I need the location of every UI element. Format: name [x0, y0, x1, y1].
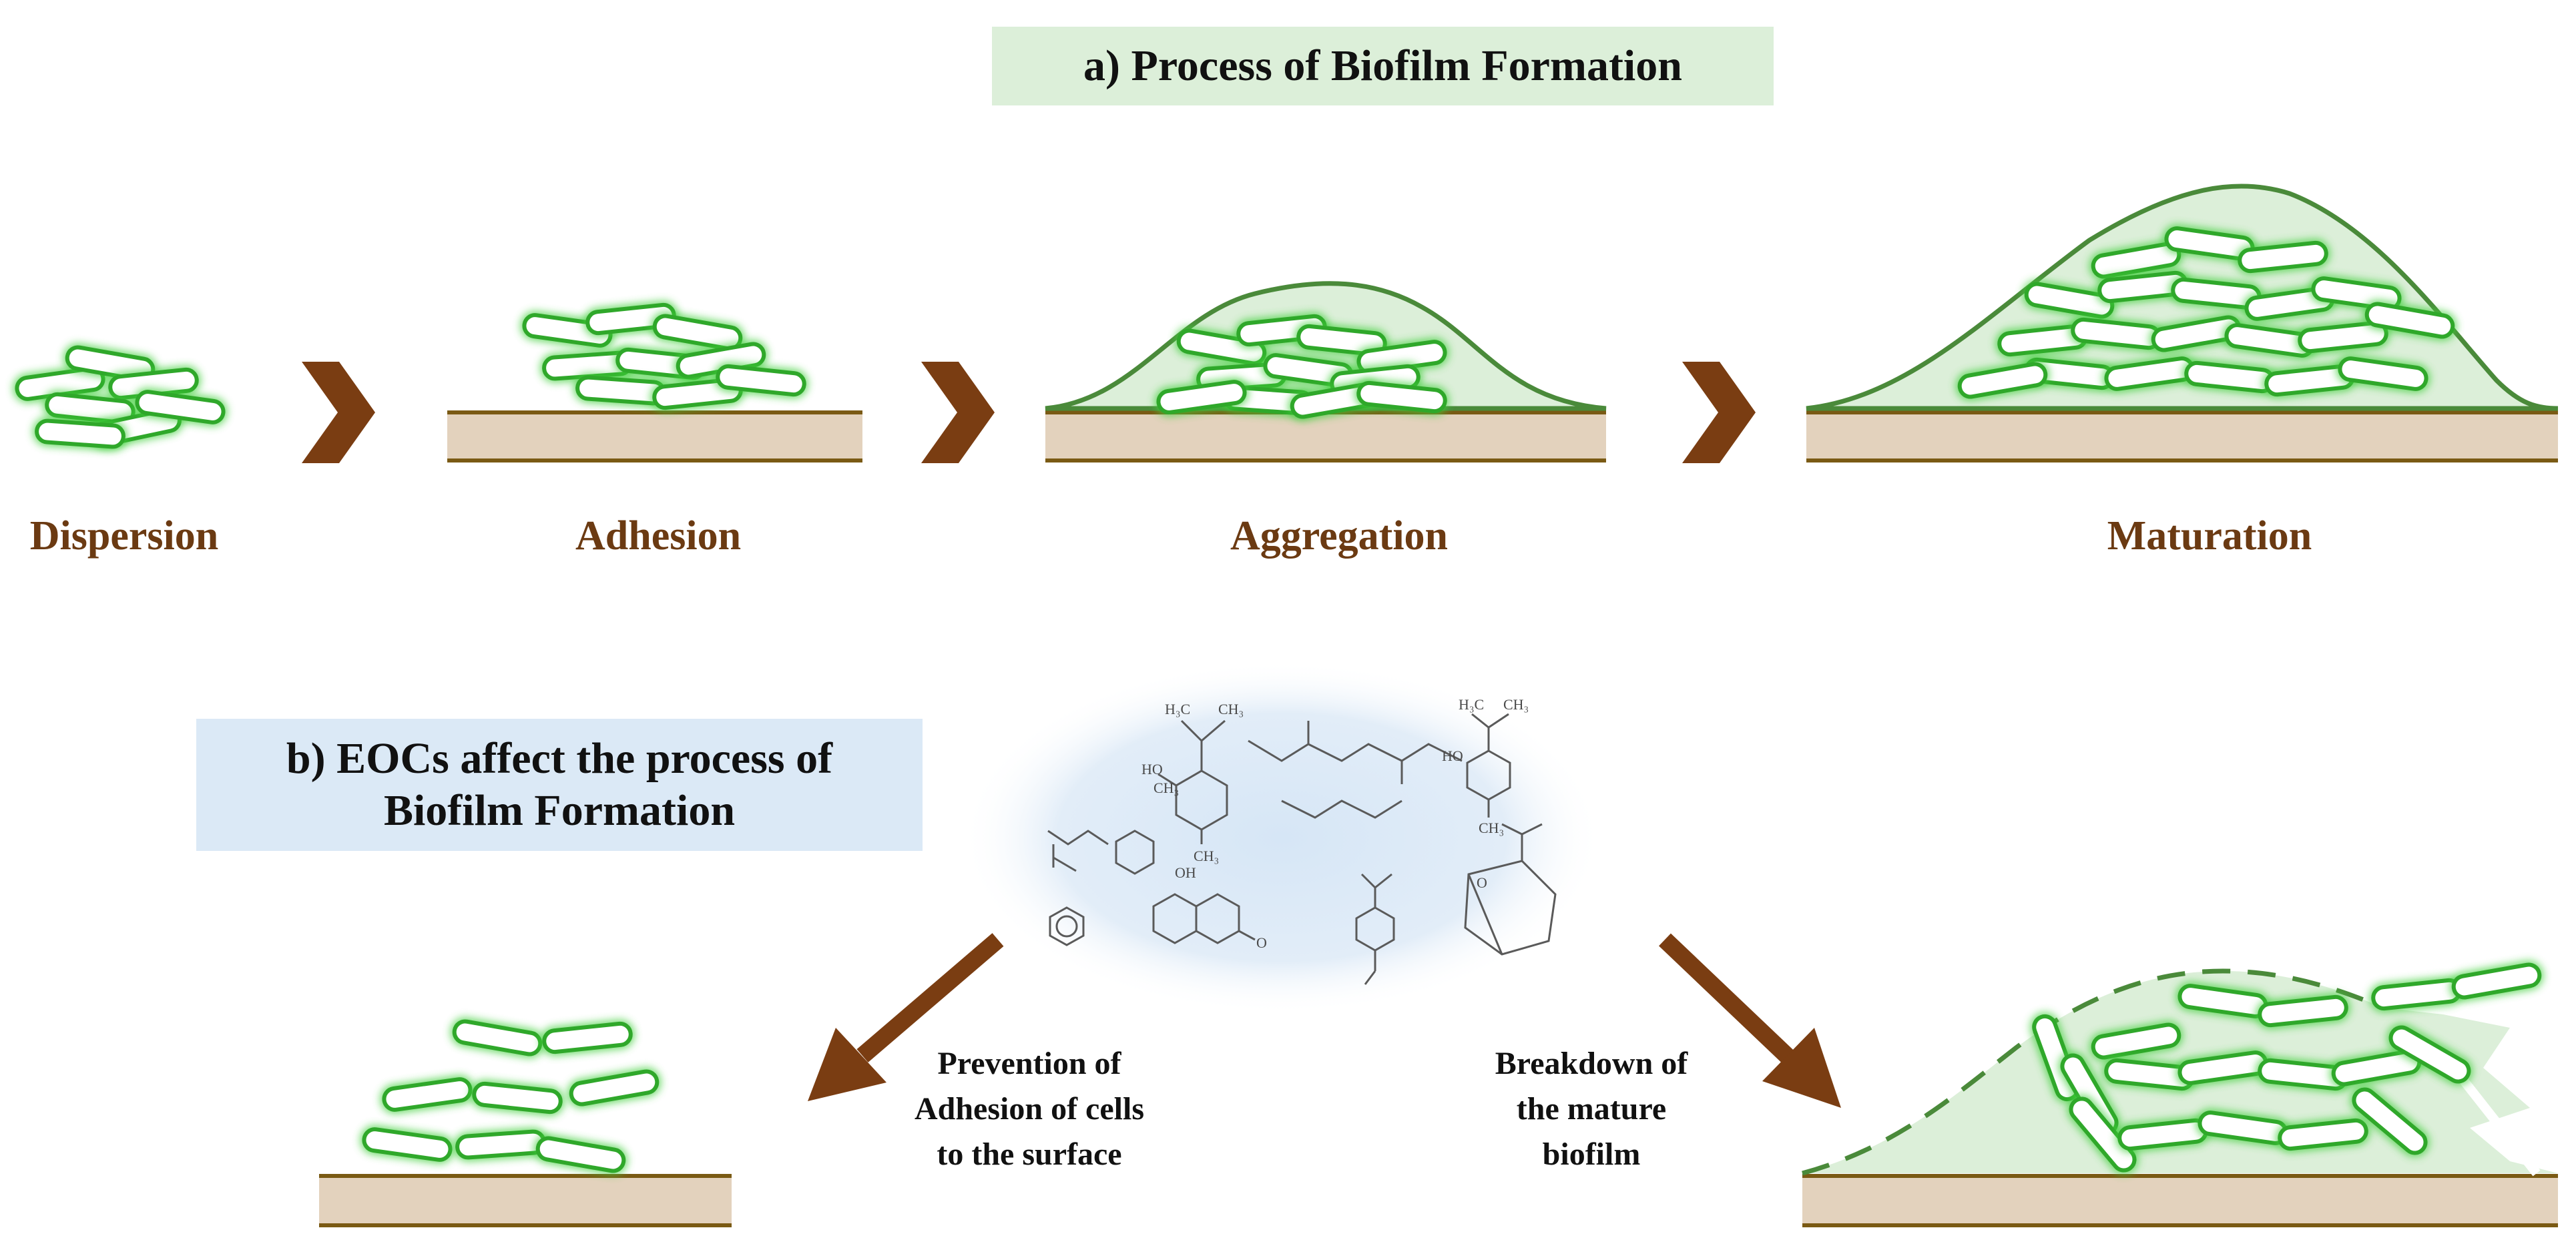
arrow-breakdown	[1659, 933, 1841, 1108]
bacterium-cell	[1176, 328, 1267, 366]
bacterium-cell	[1957, 362, 2048, 399]
arrow-prevention	[808, 933, 1004, 1101]
action-prevention-line2: Adhesion of cells	[914, 1091, 1145, 1127]
cells-aggregation	[1154, 312, 1449, 421]
label-ch3-5: CH₃	[1479, 820, 1504, 836]
bacterium-cell	[362, 1127, 453, 1162]
stage-label-aggregation: Aggregation	[1230, 513, 1449, 559]
label-h3c-2: H₃C	[1459, 696, 1484, 713]
bacterium-cell	[2352, 1087, 2428, 1155]
bacterium-cell	[455, 1129, 546, 1160]
cells-maturation	[1955, 224, 2457, 401]
label-h3c-1: H₃C	[1165, 701, 1190, 717]
eoc-molecule-bubble	[961, 661, 1602, 1014]
cells-prevention	[360, 1017, 662, 1175]
bacterium-cell	[1156, 380, 1247, 414]
cells-breakdown	[2030, 960, 2544, 1175]
bacterium-cell	[535, 1136, 626, 1173]
chevron-arrow-2	[921, 362, 995, 463]
panel-a-title: a) Process of Biofilm Formation	[992, 27, 1774, 105]
bacterium-cell	[452, 1019, 543, 1056]
bacterium-cell	[2298, 320, 2388, 354]
action-breakdown-line3: biofilm	[1542, 1137, 1641, 1172]
action-label-prevention: Prevention of Adhesion of cells to the s…	[915, 1041, 1144, 1177]
cells-dispersion	[13, 343, 228, 451]
molecule-chain	[1248, 739, 1463, 762]
action-prevention-line3: to the surface	[937, 1137, 1122, 1172]
bacterium-cell	[2069, 1097, 2137, 1173]
panel-b-title-line2: Biofilm Formation	[383, 786, 736, 835]
bacterium-cell	[1356, 380, 1447, 414]
bacterium-cell	[652, 314, 743, 351]
label-o-2: O	[1477, 874, 1487, 891]
panel-b-title-line1: b) EOCs affect the process of	[286, 734, 833, 783]
bacterium-cell	[2338, 356, 2428, 391]
label-ho-1: HO	[1141, 761, 1163, 777]
bacterium-cell	[35, 418, 125, 449]
bacterium-cell	[542, 1021, 633, 1054]
bacterium-cell	[569, 1069, 660, 1107]
action-label-breakdown: Breakdown of the mature biofilm	[1495, 1041, 1688, 1177]
molecule-ring-coumarin-b	[1195, 893, 1240, 944]
bacterium-cell	[2024, 282, 2115, 319]
action-breakdown-line1: Breakdown of	[1495, 1046, 1688, 1081]
bacterium-cell	[2388, 1025, 2471, 1084]
stage-label-dispersion: Dispersion	[29, 513, 219, 559]
stage-label-maturation: Maturation	[2107, 513, 2312, 559]
chemical-atom-labels: H₃C CH₃ HO CH₃ CH₃ H₃C CH₃ HO CH₃ O O OH	[1141, 696, 1529, 951]
label-ch3-2: CH₃	[1153, 779, 1179, 796]
chevron-arrow-3	[1682, 362, 1756, 463]
bacterium-cell	[472, 1081, 563, 1115]
bacterium-cell	[2451, 962, 2542, 1000]
bacterium-cell	[2278, 1118, 2368, 1151]
label-oh-1: OH	[1175, 864, 1196, 881]
label-ho-2: HO	[1442, 747, 1463, 764]
substrate-maturation	[1806, 410, 2558, 462]
biofilm-broken-outline	[1802, 968, 2384, 1176]
substrate-aggregation	[1045, 410, 1606, 462]
bacterium-cell	[382, 1077, 473, 1112]
label-o-1: O	[1256, 934, 1267, 951]
bacterium-cell	[2238, 240, 2328, 274]
molecule-ring-benzene	[1049, 906, 1085, 946]
bacterium-cell	[2364, 302, 2455, 339]
bacterium-cell	[2258, 994, 2348, 1028]
action-breakdown-line2: the mature	[1516, 1091, 1667, 1127]
bacterium-cell	[2091, 1022, 2181, 1060]
substrate-prevention	[319, 1174, 732, 1227]
label-ch3-1: CH₃	[1218, 701, 1244, 717]
action-prevention-line1: Prevention of	[937, 1046, 1121, 1081]
panel-a-title-text: a) Process of Biofilm Formation	[1083, 41, 1682, 90]
label-ch3-4: CH₃	[1503, 696, 1529, 713]
substrate-adhesion	[447, 410, 862, 462]
bacterium-cell	[716, 364, 806, 397]
substrate-breakdown	[1802, 1174, 2558, 1227]
chevron-arrow-1	[302, 362, 375, 463]
chemical-structures	[1047, 713, 1557, 985]
bacterium-cell	[135, 390, 226, 424]
cells-adhesion	[520, 300, 808, 412]
stage-label-adhesion: Adhesion	[575, 513, 742, 559]
label-ch3-3: CH₃	[1194, 848, 1219, 864]
panel-b-title: b) EOCs affect the process of Biofilm Fo…	[196, 719, 923, 851]
